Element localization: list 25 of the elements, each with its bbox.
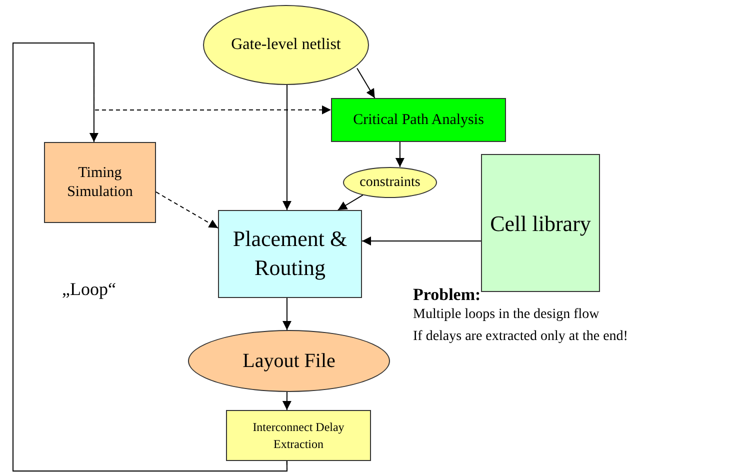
process-box xyxy=(331,98,506,142)
node-label: Critical Path Analysis xyxy=(352,110,485,130)
arrow xyxy=(356,68,376,98)
node-label: Gate-level netlist xyxy=(230,35,342,55)
process-box xyxy=(481,154,600,292)
arrow xyxy=(282,84,292,210)
node-label: Timing Simulation xyxy=(66,164,134,202)
process-box xyxy=(44,142,156,223)
loop-label: „Loop“ xyxy=(62,278,116,301)
arrow xyxy=(282,392,292,410)
arrow xyxy=(337,194,364,210)
node-label: constraints xyxy=(358,174,422,192)
node-label: Cell library xyxy=(489,210,592,238)
note-text: Multiple loops in the design flow xyxy=(413,306,600,324)
arrow xyxy=(156,191,218,229)
note-text: If delays are extracted only at the end! xyxy=(413,328,628,346)
arrow xyxy=(395,142,404,168)
node-label: Placement & Routing xyxy=(232,225,348,282)
arrow xyxy=(282,298,292,330)
node-label: Layout File xyxy=(242,349,336,374)
node-label: Interconnect Delay Extraction xyxy=(252,418,346,452)
arrow xyxy=(362,236,482,246)
process-box xyxy=(226,410,371,461)
process-box xyxy=(218,210,362,298)
problem-heading: Problem: xyxy=(413,284,481,306)
